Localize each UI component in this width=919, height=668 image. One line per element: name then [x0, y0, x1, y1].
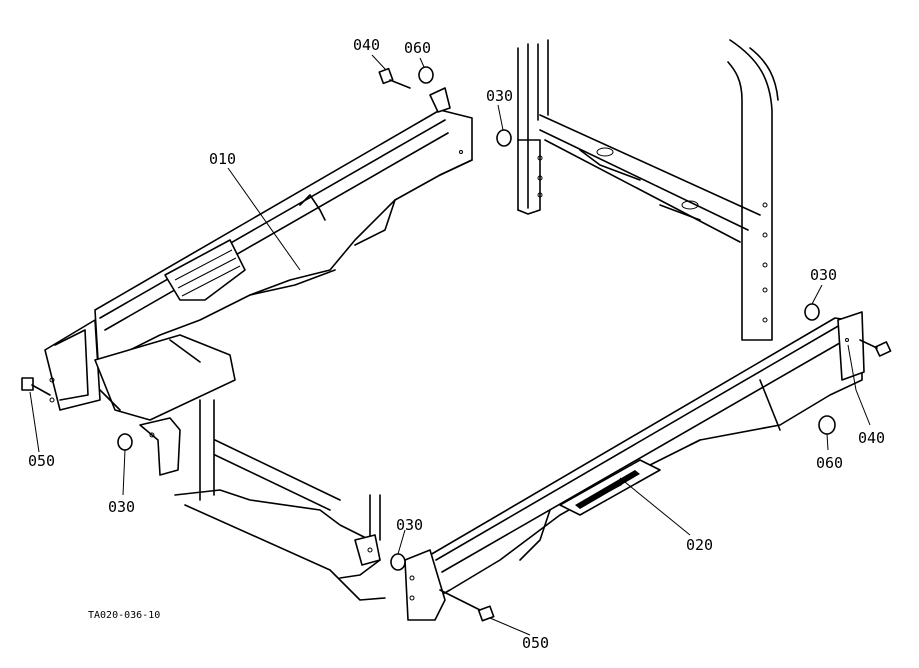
collar-030-bottom — [390, 553, 406, 571]
frame-structure — [174, 39, 779, 601]
callout-010: 010 — [209, 150, 236, 168]
callout-050-bottom: 050 — [522, 634, 549, 652]
part-020-right-plate — [354, 311, 865, 621]
part-010-left-plate — [44, 87, 473, 476]
callout-labels: 040 060 030 010 030 040 060 050 030 030 … — [28, 36, 885, 652]
bolt-050-bottom — [439, 589, 495, 622]
bolt-040-right — [859, 339, 892, 357]
collar-030-top — [496, 129, 512, 147]
callout-030-bottom: 030 — [396, 516, 423, 534]
callout-030-right: 030 — [810, 266, 837, 284]
bolt-050-left — [21, 377, 51, 396]
vent-grid — [164, 239, 246, 301]
callout-050-left: 050 — [28, 452, 55, 470]
nut-060-right — [818, 415, 836, 435]
callout-060-top: 060 — [404, 39, 431, 57]
tread-panel — [559, 459, 661, 516]
callout-060-right: 060 — [816, 454, 843, 472]
callout-020: 020 — [686, 536, 713, 554]
callout-030-top: 030 — [486, 87, 513, 105]
collar-030-right — [804, 303, 820, 321]
leader-lines — [29, 54, 871, 636]
callout-040-right: 040 — [858, 429, 885, 447]
collar-030-left — [117, 433, 133, 451]
drawing-reference-code: TA020-036-10 — [88, 610, 160, 621]
bolt-040-top — [378, 67, 411, 89]
nut-060-top — [418, 66, 434, 84]
callout-030-left: 030 — [108, 498, 135, 516]
hardware — [21, 66, 892, 622]
callout-040-top: 040 — [353, 36, 380, 54]
